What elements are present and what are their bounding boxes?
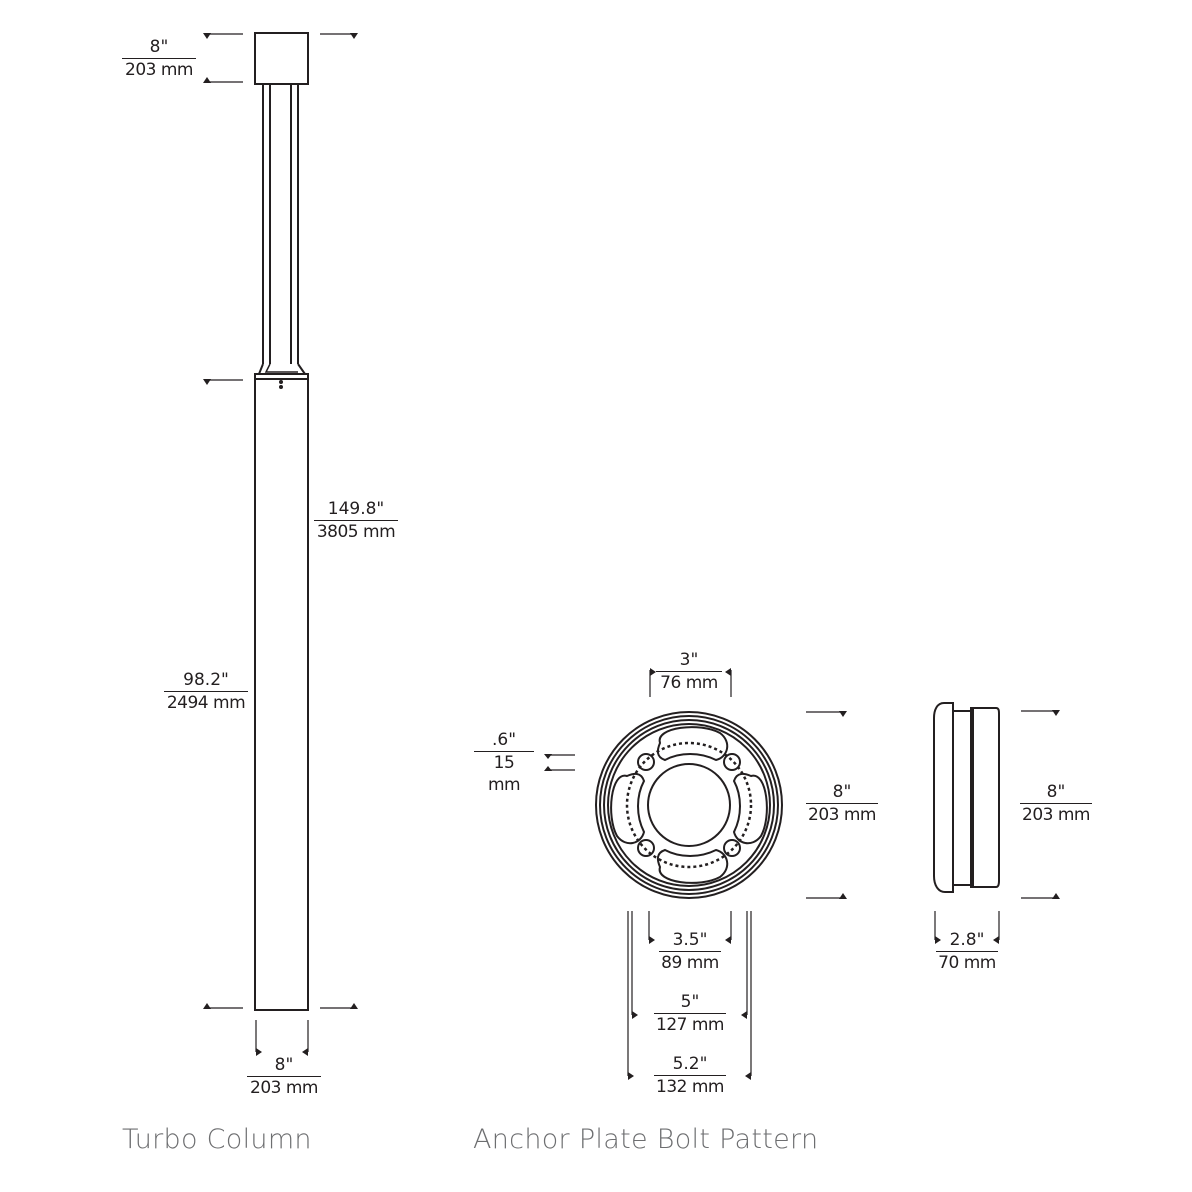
caption-turbo-column: Turbo Column xyxy=(122,1124,312,1155)
dim-mm: 3805 mm xyxy=(316,522,396,542)
column-cap xyxy=(254,32,309,85)
dim-slot-offset: .6" 15 mm xyxy=(474,729,534,796)
dim-mm: 203 mm xyxy=(808,805,876,825)
dim-column-width: 8" 203 mm xyxy=(247,1054,321,1099)
dim-inches: .6" xyxy=(474,729,534,752)
anchor-plate-leaders xyxy=(544,668,847,1080)
dim-mm: 203 mm xyxy=(125,60,193,80)
dim-inches: 8" xyxy=(806,781,878,804)
dim-side-depth: 2.8" 70 mm xyxy=(936,929,998,974)
dim-inches: 98.2" xyxy=(164,669,248,692)
caption-anchor-plate: Anchor Plate Bolt Pattern xyxy=(473,1124,819,1155)
dim-column-cap-height: 8" 203 mm xyxy=(122,36,196,81)
side-view-leaders xyxy=(934,710,1060,944)
anchor-plate-side-view xyxy=(933,702,1000,893)
column-leaders xyxy=(203,33,358,1056)
dim-mm: 2494 mm xyxy=(166,693,246,713)
dim-inches: 2.8" xyxy=(936,929,998,952)
dim-side-height: 8" 203 mm xyxy=(1020,781,1092,826)
dim-inches: 3.5" xyxy=(659,929,721,952)
dim-column-body-height: 98.2" 2494 mm xyxy=(164,669,248,714)
dim-bolt-circle-max: 5.2" 132 mm xyxy=(654,1053,726,1098)
dim-inches: 149.8" xyxy=(314,498,398,521)
dim-mm: 203 mm xyxy=(250,1078,318,1098)
column-body xyxy=(254,378,309,1011)
dim-mm: 132 mm xyxy=(656,1077,724,1097)
dim-mm: 127 mm xyxy=(656,1015,724,1035)
dim-inches: 3" xyxy=(656,649,722,672)
dim-inches: 8" xyxy=(1020,781,1092,804)
dim-bolt-circle-min: 5" 127 mm xyxy=(654,991,726,1036)
dim-column-overall-height: 149.8" 3805 mm xyxy=(314,498,398,543)
dim-mm: 70 mm xyxy=(938,953,996,973)
dim-mm: 76 mm xyxy=(660,673,718,693)
dim-mm: 89 mm xyxy=(661,953,719,973)
dim-inches: 8" xyxy=(247,1054,321,1077)
anchor-plate-drawing xyxy=(595,711,783,899)
dim-inches: 5" xyxy=(654,991,726,1014)
dim-mm: 15 mm xyxy=(487,753,521,795)
dim-inches: 5.2" xyxy=(654,1053,726,1076)
dim-inches: 8" xyxy=(122,36,196,59)
dim-mm: 203 mm xyxy=(1022,805,1090,825)
dim-slot-width: 3" 76 mm xyxy=(656,649,722,694)
dim-inner-diameter: 3.5" 89 mm xyxy=(659,929,721,974)
dim-plate-diameter: 8" 203 mm xyxy=(806,781,878,826)
turbo-column-drawing xyxy=(254,32,309,1011)
